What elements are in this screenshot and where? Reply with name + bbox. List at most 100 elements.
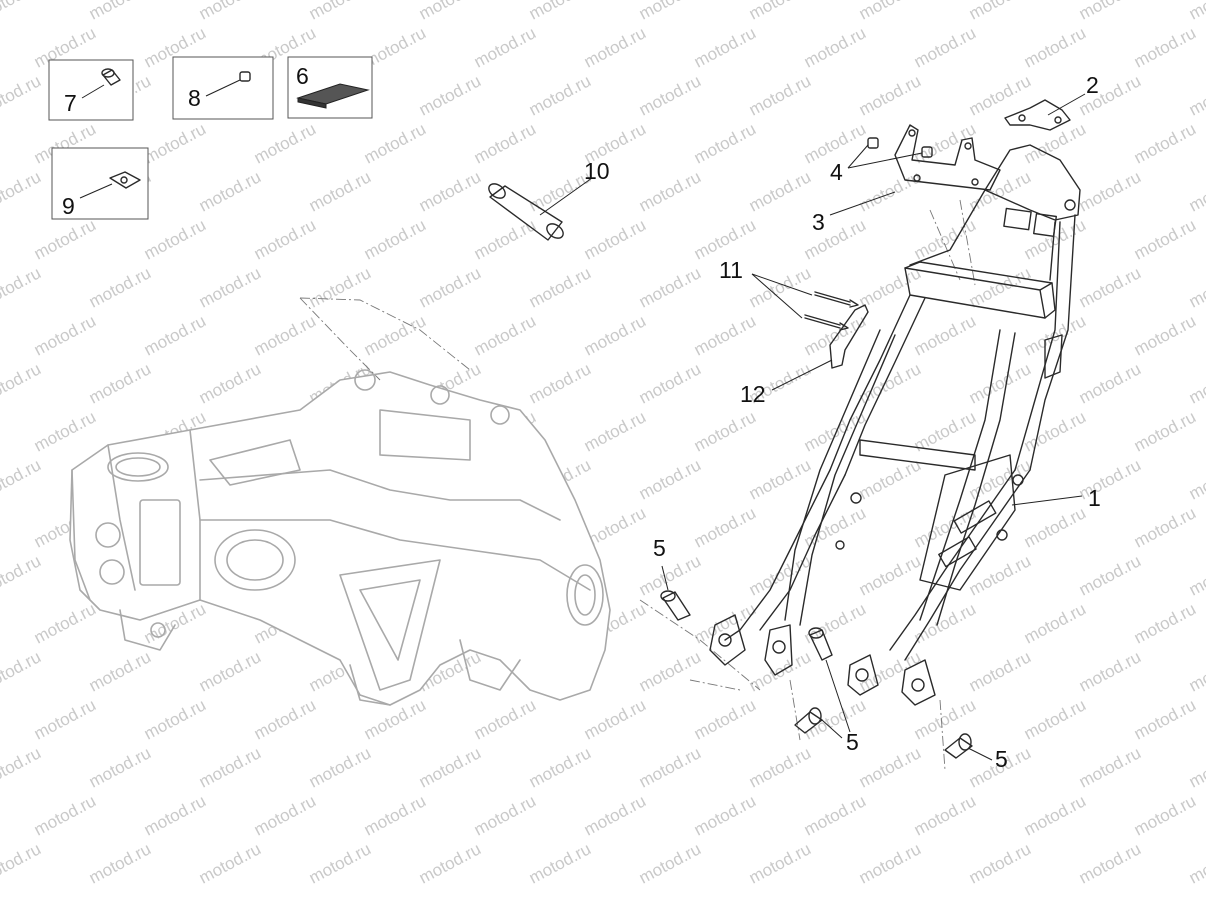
watermark-text: motod.ru	[86, 0, 154, 24]
watermark-text: motod.ru	[416, 0, 484, 24]
watermark-text: motod.ru	[746, 455, 814, 503]
watermark-text: motod.ru	[471, 695, 539, 743]
watermark-text: motod.ru	[1186, 839, 1206, 887]
watermark-text: motod.ru	[31, 791, 99, 839]
watermark-text: motod.ru	[196, 0, 264, 24]
watermark-text: motod.ru	[746, 263, 814, 311]
watermark-text: motod.ru	[1076, 0, 1144, 24]
watermark-text: motod.ru	[801, 599, 869, 647]
watermark-text: motod.ru	[306, 263, 374, 311]
watermark-text: motod.ru	[31, 215, 99, 263]
watermark-text: motod.ru	[526, 0, 594, 24]
watermark-text: motod.ru	[526, 743, 594, 791]
inset-box-6	[287, 56, 373, 119]
watermark-text: motod.ru	[856, 71, 924, 119]
watermark-text: motod.ru	[0, 455, 44, 503]
watermark-text: motod.ru	[1021, 23, 1089, 71]
watermark-text: motod.ru	[966, 839, 1034, 887]
watermark-text: motod.ru	[966, 167, 1034, 215]
watermark-text: motod.ru	[1186, 263, 1206, 311]
watermark-text: motod.ru	[581, 23, 649, 71]
watermark-text: motod.ru	[306, 167, 374, 215]
inset-box-8	[172, 56, 274, 120]
watermark-text: motod.ru	[966, 359, 1034, 407]
callout-5-c: 5	[995, 746, 1008, 772]
watermark-text: motod.ru	[691, 311, 759, 359]
watermark-text: motod.ru	[0, 743, 44, 791]
watermark-text: motod.ru	[306, 0, 374, 24]
watermark-text: motod.ru	[31, 599, 99, 647]
watermark-text: motod.ru	[746, 839, 814, 887]
watermark-text: motod.ru	[416, 263, 484, 311]
watermark-text: motod.ru	[196, 839, 264, 887]
watermark-text: motod.ru	[746, 167, 814, 215]
watermark-text: motod.ru	[251, 311, 319, 359]
watermark-text: motod.ru	[1076, 647, 1144, 695]
watermark-text: motod.ru	[1131, 23, 1199, 71]
watermark-text: motod.ru	[1186, 0, 1206, 24]
leader-lines	[539, 93, 1086, 761]
watermark-text: motod.ru	[691, 791, 759, 839]
watermark-text: motod.ru	[1131, 791, 1199, 839]
watermark-text: motod.ru	[1186, 71, 1206, 119]
watermark-text: motod.ru	[1021, 119, 1089, 167]
watermark-text: motod.ru	[141, 311, 209, 359]
callout-10: 10	[584, 158, 610, 184]
watermark-text: motod.ru	[1131, 119, 1199, 167]
watermark-text: motod.ru	[361, 791, 429, 839]
watermark-text: motod.ru	[416, 167, 484, 215]
watermark-text: motod.ru	[911, 791, 979, 839]
watermark-text: motod.ru	[856, 839, 924, 887]
watermark-text: motod.ru	[1021, 791, 1089, 839]
watermark-text: motod.ru	[691, 503, 759, 551]
watermark-text: motod.ru	[636, 0, 704, 24]
watermark-text: motod.ru	[196, 647, 264, 695]
watermark-text: motod.ru	[636, 71, 704, 119]
watermark-text: motod.ru	[1076, 743, 1144, 791]
callout-6: 6	[296, 63, 309, 89]
watermark-text: motod.ru	[636, 359, 704, 407]
watermark-text: motod.ru	[636, 839, 704, 887]
watermark-text: motod.ru	[1021, 695, 1089, 743]
bolt-part-5-a	[660, 590, 691, 621]
watermark-text: motod.ru	[966, 0, 1034, 24]
pin-part-11	[804, 291, 859, 331]
watermark-text: motod.ru	[251, 695, 319, 743]
watermark-text: motod.ru	[1131, 503, 1199, 551]
watermark-text: motod.ru	[86, 359, 154, 407]
watermark-text: motod.ru	[746, 71, 814, 119]
watermark-text: motod.ru	[856, 167, 924, 215]
bracket-part-2	[1004, 99, 1071, 131]
watermark-text: motod.ru	[0, 0, 44, 24]
watermark-text: motod.ru	[636, 167, 704, 215]
watermark-text: motod.ru	[1186, 647, 1206, 695]
watermark-text: motod.ru	[691, 119, 759, 167]
watermark-text: motod.ru	[1186, 743, 1206, 791]
watermark-text: motod.ru	[691, 23, 759, 71]
watermark-text: motod.ru	[746, 0, 814, 24]
callout-3: 3	[812, 209, 825, 235]
callout-5-a: 5	[653, 535, 666, 561]
watermark-text: motod.ru	[911, 311, 979, 359]
callout-labels: 1 2 3 4 5 5 5 6 7 8 9 10 11 12	[62, 63, 1101, 772]
watermark-text: motod.ru	[1076, 167, 1144, 215]
watermark-text: motod.ru	[581, 407, 649, 455]
bolt-part-5-d	[944, 733, 973, 759]
watermark-text: motod.ru	[1186, 455, 1206, 503]
callout-8: 8	[188, 85, 201, 111]
watermark-text: motod.ru	[856, 551, 924, 599]
watermark-text: motod.ru	[966, 647, 1034, 695]
watermark-text: motod.ru	[0, 647, 44, 695]
callout-1: 1	[1088, 485, 1101, 511]
watermark-text: motod.ru	[0, 839, 44, 887]
watermark-text: motod.ru	[636, 551, 704, 599]
callout-2: 2	[1086, 72, 1099, 98]
watermark-text: motod.ru	[141, 791, 209, 839]
watermark-text: motod.ru	[856, 743, 924, 791]
plate-part-3	[894, 124, 1001, 191]
watermark-text: motod.ru	[471, 119, 539, 167]
watermark-text: motod.ru	[526, 359, 594, 407]
watermark-text: motod.ru	[911, 215, 979, 263]
watermark-text: motod.ru	[1076, 263, 1144, 311]
watermark-text: motod.ru	[86, 263, 154, 311]
